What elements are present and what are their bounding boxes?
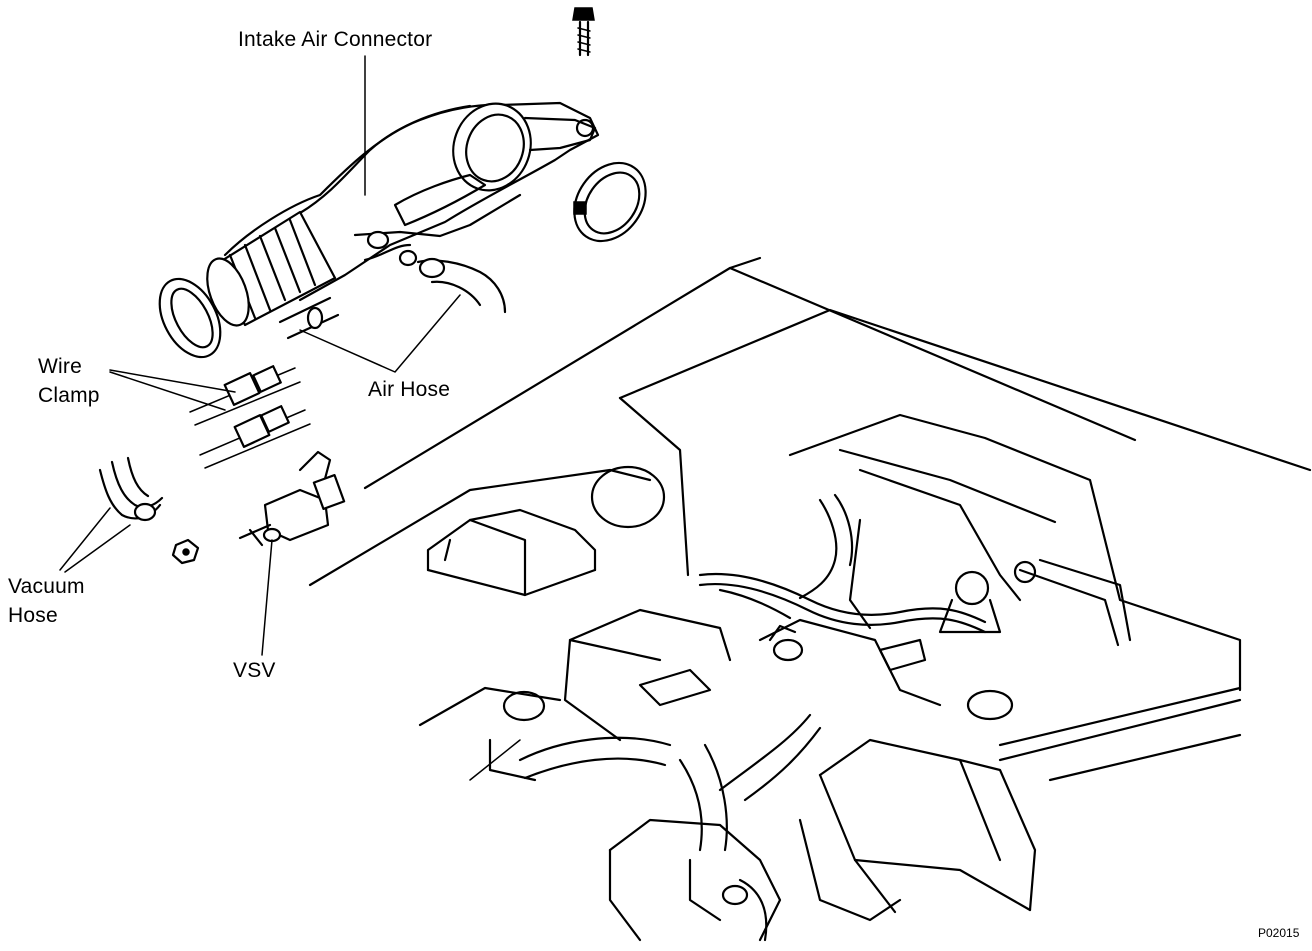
wire-clamp-label: Wire Clamp [38, 355, 100, 407]
vsv-label: VSV [233, 659, 276, 682]
nut-icon [171, 538, 200, 565]
engine-bay [308, 256, 1312, 942]
intake-air-connector-label: Intake Air Connector [238, 28, 433, 51]
vsv-valve [238, 450, 346, 547]
wire-clamps [189, 365, 311, 469]
figure-code: P02015 [1258, 926, 1300, 940]
air-hose [278, 257, 507, 340]
intake-air-connector [158, 101, 600, 359]
vacuum-hose [98, 456, 164, 522]
hose-clamp-right [573, 161, 647, 243]
leader-lines [59, 55, 461, 656]
vacuum-hose-label: Vacuum Hose [8, 575, 85, 627]
bolt-icon [572, 7, 595, 57]
air-hose-label: Air Hose [368, 378, 451, 401]
